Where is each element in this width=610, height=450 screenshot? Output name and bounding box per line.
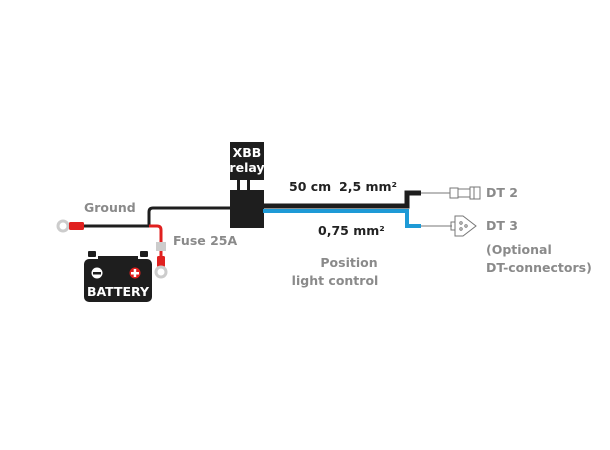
position-label-line1: Position [320,255,377,270]
main-gauge-label: 2,5 mm² [339,179,397,194]
dt3-connector-icon [450,215,477,237]
fuse-icon [156,242,166,251]
battery-icon [84,251,152,302]
positive-wire [149,224,163,243]
optional-label-line2: DT-connectors) [486,260,592,275]
battery-label: BATTERY [87,284,150,299]
main-wire-black [263,190,421,209]
dt3-label: DT 3 [486,218,518,233]
signal-gauge-label: 0,75 mm² [318,223,385,238]
ground-label: Ground [84,200,136,215]
dt2-connector-icon [449,186,481,200]
relay-icon [230,142,264,228]
relay-label-line2: relay [229,160,264,175]
dt2-label: DT 2 [486,185,518,200]
length-label: 50 cm [289,179,331,194]
positive-ring-terminal [154,265,168,279]
optional-label-line1: (Optional [486,242,552,257]
ground-wire [84,206,232,228]
fuse-label: Fuse 25A [173,233,237,248]
relay-label-line1: XBB [233,145,262,160]
signal-wire-blue [263,209,421,228]
position-label-line2: light control [292,273,379,288]
ground-ring-terminal [56,219,84,233]
